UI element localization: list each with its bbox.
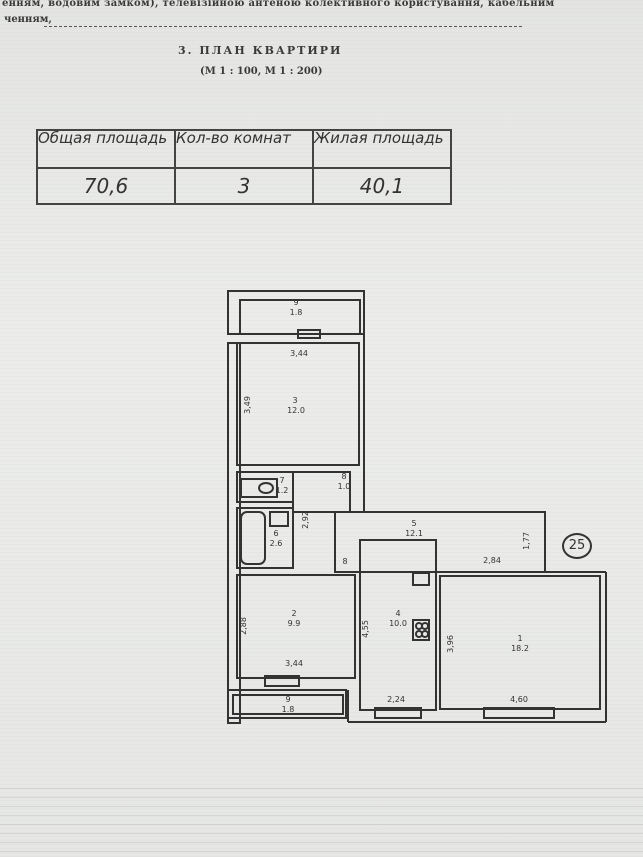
total-area-value: 70,6 [36,167,176,205]
dim-small-8: 8 [342,557,347,566]
dim-room-3-width: 3,44 [290,349,308,358]
room-4-num: 4 [395,609,400,618]
header-text: енням, водовим замком), телевізійною ант… [0,0,643,30]
summary-value-row: 70,6 3 40,1 [36,167,452,205]
room-2-num: 2 [291,609,296,618]
room-3-area: 12.0 [287,406,305,415]
living-area-value: 40,1 [312,167,452,205]
room-3-num: 3 [292,396,297,405]
section-title: 3. ПЛАН КВАРТИРИ [178,44,343,57]
room-4-area: 10.0 [389,619,407,628]
dim-hall-width: 2,84 [483,556,501,565]
room-7-num: 7 [279,476,284,485]
room-6-area: 2.6 [270,539,283,548]
room-6-num: 6 [273,529,278,538]
scale-label: (М 1 : 100, М 1 : 200) [200,66,323,77]
header-underline [44,26,522,27]
room-2-area: 9.9 [288,619,301,628]
room-9-top-area: 1.8 [290,308,303,317]
summary-table: Общая площадь Кол-во комнат Жилая площад… [36,129,452,205]
living-area-header: Жилая площадь [312,129,452,169]
room-5-num: 5 [411,519,416,528]
room-9-top-num: 9 [293,298,298,307]
apartment-number-badge: 25 [562,533,592,559]
dim-room-4-width: 2,24 [387,695,405,704]
room-1-area: 18.2 [511,644,529,653]
room-8-area: 1.0 [338,482,351,491]
dim-corridor-height: 2,92 [301,511,310,529]
rooms-count-value: 3 [174,167,314,205]
summary-header-row: Общая площадь Кол-во комнат Жилая площад… [36,129,452,169]
rooms-count-header: Кол-во комнат [174,129,314,169]
room-9-bottom-area: 1.8 [282,705,295,714]
header-line-2: ченням, [4,14,52,25]
total-area-header: Общая площадь [36,129,176,169]
room-7-area: 1.2 [276,486,289,495]
dim-room-2-width: 3,44 [285,659,303,668]
header-line-1: енням, водовим замком), телевізійною ант… [2,0,555,9]
dim-hall-height: 1,77 [522,532,531,550]
room-5-area: 12.1 [405,529,423,538]
dim-room-1-height: 3,96 [446,635,455,653]
dim-room-2-height: 2,88 [239,617,248,635]
dim-room-4-height: 4,55 [361,620,370,638]
room-9-bottom-num: 9 [285,695,290,704]
dim-room-3-height: 3,49 [243,396,252,414]
ruled-lines [0,780,643,857]
dim-room-1-width: 4,60 [510,695,528,704]
room-1-num: 1 [517,634,522,643]
room-8-num: 8 [341,472,346,481]
